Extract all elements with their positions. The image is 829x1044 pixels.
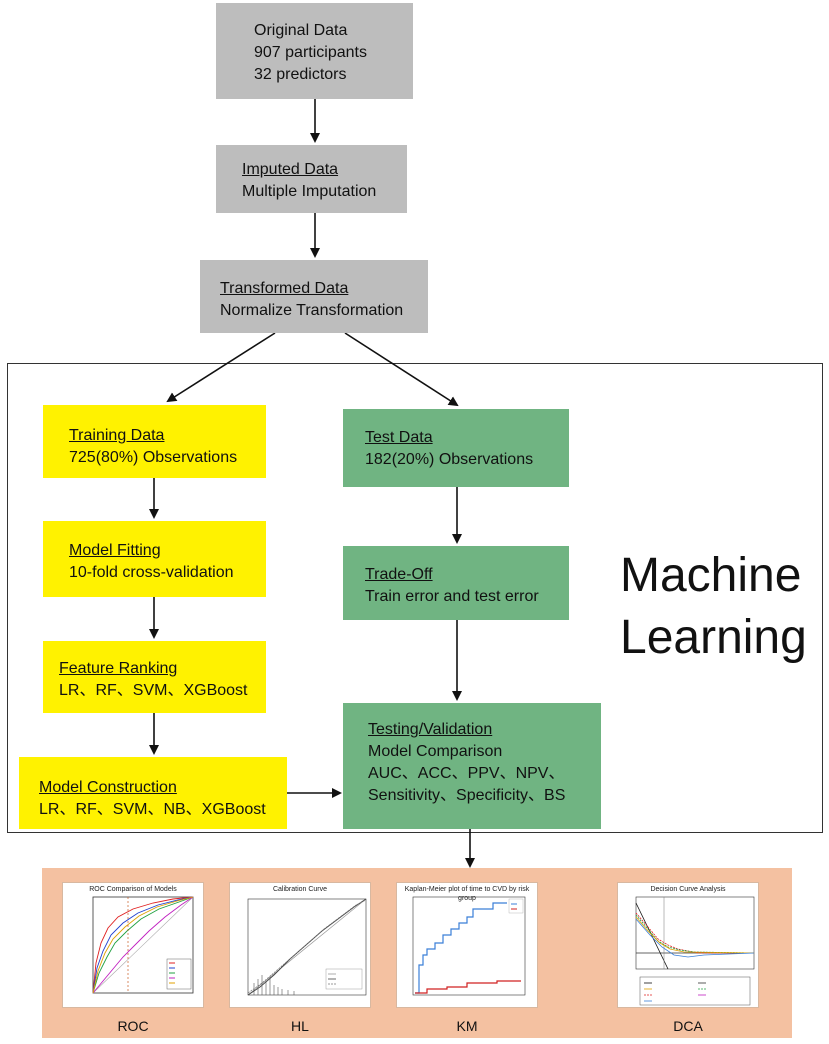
original-data-predictors: 32 predictors xyxy=(254,66,347,83)
hl-thumbnail: Calibration Curve xyxy=(229,882,371,1008)
testing-validation-metrics-1: AUC、ACC、PPV、NPV、 xyxy=(368,765,565,782)
dca-caption: DCA xyxy=(673,1018,703,1034)
original-data-participants: 907 participants xyxy=(254,44,367,61)
training-data-subtitle: 725(80%) Observations xyxy=(69,449,238,466)
km-thumbnail-title: Kaplan-Meier plot of time to CVD by risk… xyxy=(404,886,530,902)
kaplan-meier-plot xyxy=(412,896,526,996)
transformed-data-box: Transformed Data Normalize Transformatio… xyxy=(200,260,428,333)
imputed-data-box: Imputed Data Multiple Imputation xyxy=(216,145,407,213)
model-fitting-box: Model Fitting 10-fold cross-validation xyxy=(43,521,266,597)
imputed-data-title: Imputed Data xyxy=(242,161,339,178)
calibration-plot xyxy=(247,898,367,996)
original-data-box: Original Data 907 participants 32 predic… xyxy=(216,3,413,99)
trade-off-subtitle: Train error and test error xyxy=(365,588,539,605)
roc-thumbnail: ROC Comparison of Models xyxy=(62,882,204,1008)
feature-ranking-box: Feature Ranking LR、RF、SVM、XGBoost xyxy=(43,641,266,713)
original-data-title: Original Data xyxy=(254,22,348,39)
km-caption: KM xyxy=(456,1018,478,1034)
model-construction-subtitle: LR、RF、SVM、NB、XGBoost xyxy=(39,801,266,818)
testing-validation-metrics-2: Sensitivity、Specificity、BS xyxy=(368,787,566,804)
machine-learning-label: Machine Learning xyxy=(620,545,807,669)
model-construction-box: Model Construction LR、RF、SVM、NB、XGBoost xyxy=(19,757,287,829)
ml-label-line1: Machine xyxy=(620,549,802,602)
feature-ranking-subtitle: LR、RF、SVM、XGBoost xyxy=(59,682,248,699)
feature-ranking-title: Feature Ranking xyxy=(59,660,178,677)
roc-caption: ROC xyxy=(117,1018,149,1034)
trade-off-title: Trade-Off xyxy=(365,566,433,583)
imputed-data-subtitle: Multiple Imputation xyxy=(242,183,377,200)
model-fitting-title: Model Fitting xyxy=(69,542,161,559)
hl-caption: HL xyxy=(291,1018,309,1034)
roc-thumbnail-title: ROC Comparison of Models xyxy=(89,886,177,893)
dca-thumbnail: Decision Curve Analysis xyxy=(617,882,759,1008)
training-data-box: Training Data 725(80%) Observations xyxy=(43,405,266,478)
model-construction-title: Model Construction xyxy=(39,779,177,796)
test-data-title: Test Data xyxy=(365,429,433,446)
arrow-transformed-to-training xyxy=(166,332,276,403)
machine-learning-frame xyxy=(7,363,823,833)
ml-label-line2: Learning xyxy=(620,611,807,664)
evaluation-panel: ROC Comparison of Models ROC Calibration… xyxy=(42,868,792,1038)
dca-thumbnail-title: Decision Curve Analysis xyxy=(650,886,726,893)
roc-plot xyxy=(92,896,194,994)
hl-thumbnail-title: Calibration Curve xyxy=(272,886,328,893)
trade-off-box: Trade-Off Train error and test error xyxy=(343,546,569,620)
training-data-title: Training Data xyxy=(69,427,165,444)
testing-validation-comparison: Model Comparison xyxy=(368,743,503,760)
transformed-data-subtitle: Normalize Transformation xyxy=(220,302,404,319)
testing-validation-title: Testing/Validation xyxy=(368,721,493,738)
testing-validation-box: Testing/Validation Model Comparison AUC、… xyxy=(343,703,601,829)
decision-curve-plot xyxy=(635,896,755,1006)
km-thumbnail: Kaplan-Meier plot of time to CVD by risk… xyxy=(396,882,538,1008)
test-data-box: Test Data 182(20%) Observations xyxy=(343,409,569,487)
model-fitting-subtitle: 10-fold cross-validation xyxy=(69,564,234,581)
transformed-data-title: Transformed Data xyxy=(220,280,349,297)
arrow-transformed-to-test xyxy=(344,332,459,407)
test-data-subtitle: 182(20%) Observations xyxy=(365,451,534,468)
